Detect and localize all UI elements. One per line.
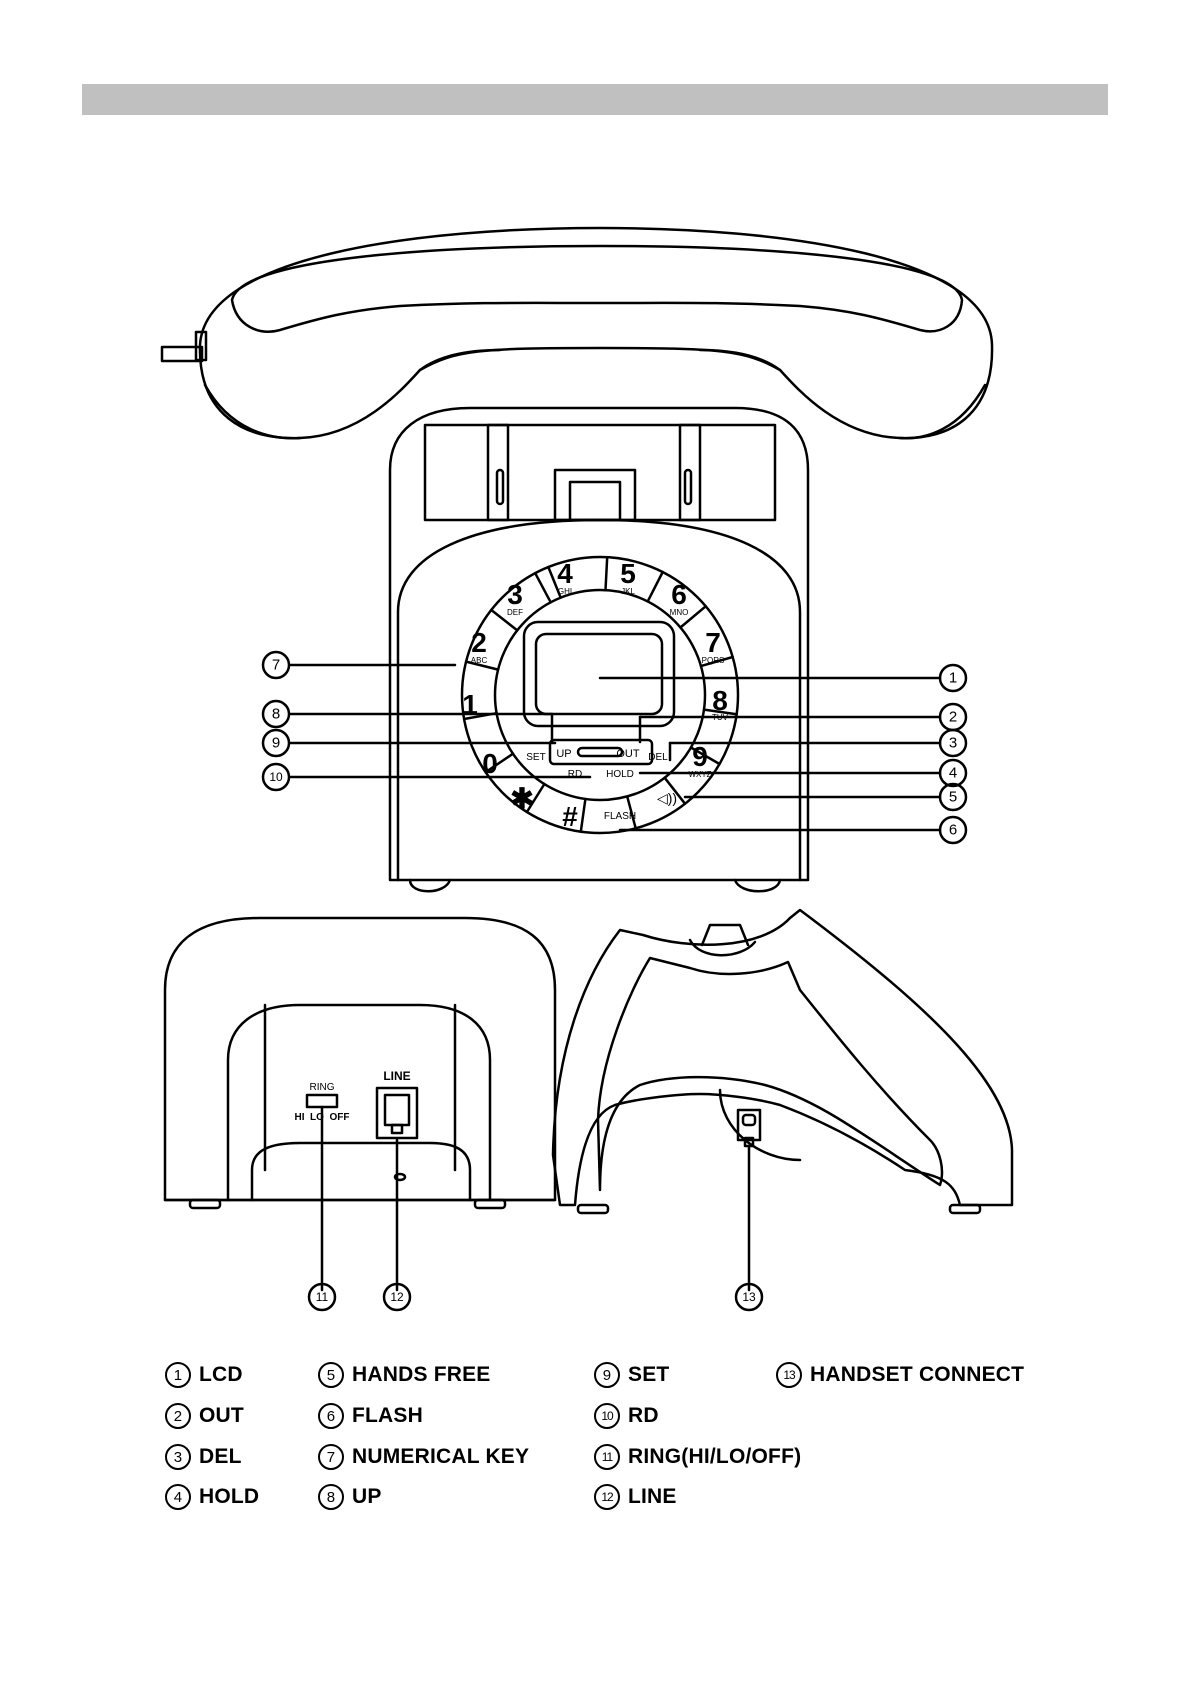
up-button[interactable]: UP	[556, 748, 571, 760]
key-3-letters: DEF	[507, 608, 523, 617]
key-5[interactable]: 5	[620, 558, 636, 589]
key-2-letters: ABC	[471, 656, 488, 665]
callout-7: 7	[272, 657, 280, 674]
hold-button[interactable]: HOLD	[606, 769, 634, 780]
key-6[interactable]: 6	[671, 579, 687, 610]
callout-circles	[263, 652, 966, 1310]
key-0[interactable]: 0	[482, 748, 498, 779]
dial-dividers	[464, 557, 737, 832]
back-view	[165, 918, 555, 1290]
key-4[interactable]: 4	[557, 558, 573, 589]
handset	[200, 228, 992, 438]
set-button[interactable]: SET	[526, 752, 545, 763]
key-9-letters: WXYZ	[688, 770, 711, 779]
callout-6: 6	[949, 822, 957, 839]
callout-5: 5	[949, 789, 957, 806]
key-4-letters: GHI	[558, 587, 572, 596]
key-1[interactable]: 1	[462, 689, 478, 720]
keypad-dial	[462, 557, 738, 833]
flash-button[interactable]: FLASH	[604, 811, 636, 822]
callout-9: 9	[272, 735, 280, 752]
key-2[interactable]: 2	[471, 627, 487, 658]
dial-divider-2	[606, 557, 608, 590]
ring-switch-positions: HI LO OFF	[295, 1112, 350, 1123]
callout-12: 12	[390, 1290, 404, 1304]
out-button[interactable]: OUT	[616, 748, 640, 760]
ring-label: RING	[310, 1082, 335, 1093]
key-hash[interactable]: #	[562, 801, 578, 832]
callout-10: 10	[269, 770, 283, 784]
callout-4: 4	[949, 765, 957, 782]
del-button[interactable]: DEL	[648, 752, 668, 763]
callout-13: 13	[742, 1290, 756, 1304]
key-8[interactable]: 8	[712, 685, 728, 716]
lcd-screen	[524, 622, 674, 726]
front-base	[390, 408, 808, 891]
dial-divider-3	[648, 572, 663, 601]
callout-3: 3	[949, 735, 957, 752]
key-3[interactable]: 3	[507, 579, 523, 610]
speaker-icon[interactable]: ◁))	[657, 790, 677, 806]
rd-button[interactable]: RD	[568, 769, 582, 780]
callout-8: 8	[272, 706, 280, 723]
callout-11: 11	[316, 1290, 329, 1304]
key-9[interactable]: 9	[692, 741, 708, 772]
line-jack-label: LINE	[383, 1069, 410, 1083]
dial-divider-16	[535, 573, 551, 602]
key-5-letters: JKL	[621, 587, 635, 596]
side-view	[553, 910, 1012, 1290]
key-7[interactable]: 7	[705, 627, 721, 658]
key-7-letters: PQRS	[702, 656, 725, 665]
key-star[interactable]: ✱	[510, 783, 533, 814]
callout-2: 2	[949, 709, 957, 726]
callout-1: 1	[949, 670, 957, 687]
key-6-letters: MNO	[670, 608, 689, 617]
dial-divider-10	[581, 799, 586, 832]
